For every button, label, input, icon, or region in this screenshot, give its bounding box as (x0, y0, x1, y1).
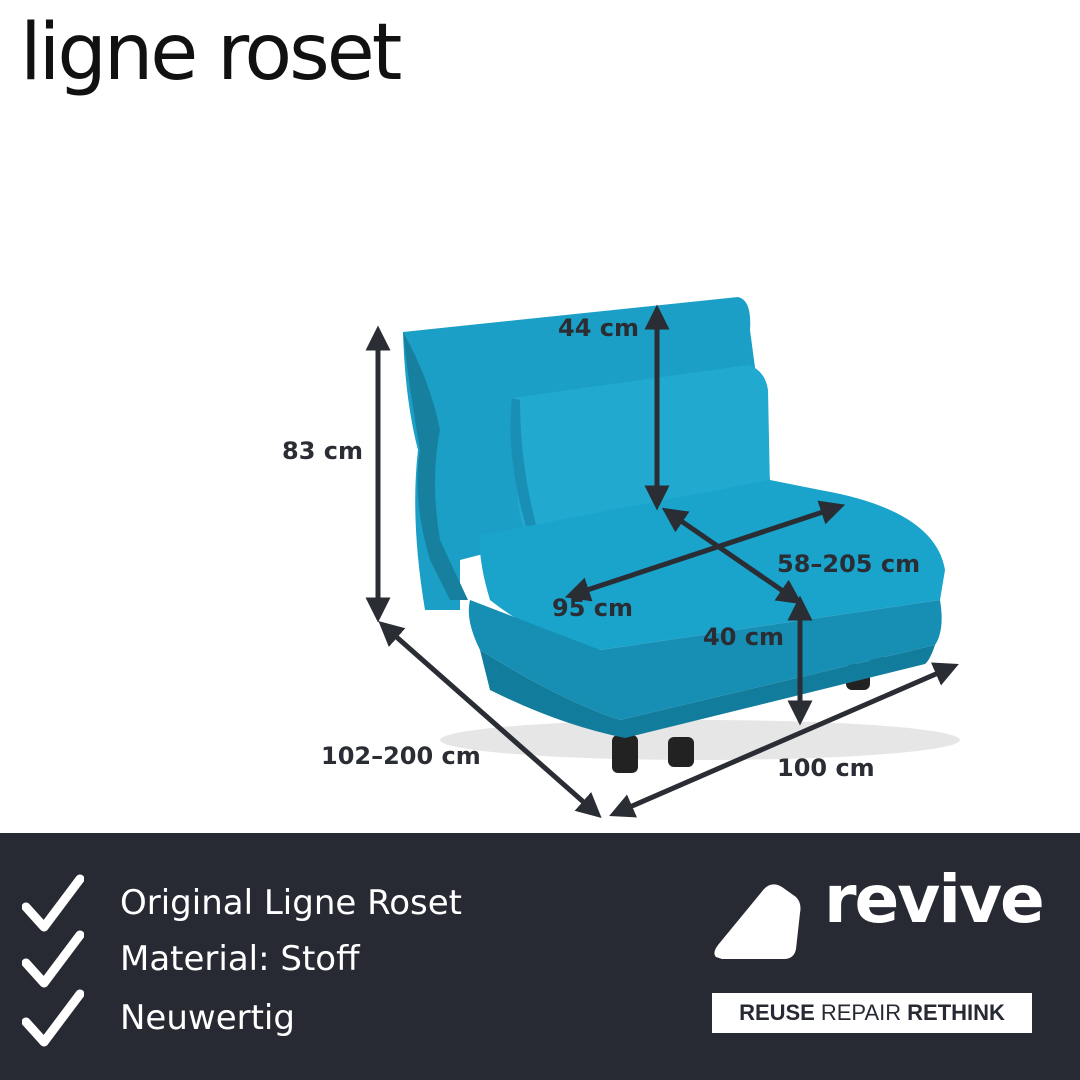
tagline-reuse: REUSE (739, 1000, 815, 1025)
dimension-seat-width: 95 cm (552, 594, 633, 622)
feature-label: Material: Stoff (120, 939, 360, 979)
dimension-seat-depth: 58–205 cm (777, 550, 921, 578)
revive-wordmark: revive (824, 861, 1045, 938)
dimension-total-depth: 102–200 cm (321, 742, 481, 770)
brand-logo: ligne roset (20, 8, 402, 98)
info-panel: Original Ligne Roset Material: Stoff Neu… (0, 833, 1080, 1080)
check-icon (22, 930, 84, 988)
tagline-rethink: RETHINK (907, 1000, 1005, 1025)
check-icon (22, 874, 84, 932)
dimension-total-width: 100 cm (777, 754, 875, 782)
check-icon (22, 989, 84, 1047)
dimension-total-height: 83 cm (282, 437, 363, 465)
feature-item: Material: Stoff (22, 929, 360, 989)
feature-item: Neuwertig (22, 988, 295, 1048)
feature-label: Neuwertig (120, 998, 295, 1038)
arrow-seat-depth (661, 507, 803, 605)
dimension-arrows (365, 304, 959, 818)
feature-label: Original Ligne Roset (120, 883, 462, 923)
revive-logo-icon (714, 884, 801, 959)
product-illustration (365, 297, 960, 818)
feature-item: Original Ligne Roset (22, 873, 462, 933)
arrow-total-depth (378, 621, 602, 818)
arrow-total-width (609, 662, 959, 818)
tagline-repair: REPAIR (820, 1000, 902, 1025)
dimension-back-height: 44 cm (558, 314, 639, 342)
revive-tagline: REUSE REPAIR RETHINK (712, 993, 1032, 1033)
dimension-seat-height: 40 cm (703, 623, 784, 651)
